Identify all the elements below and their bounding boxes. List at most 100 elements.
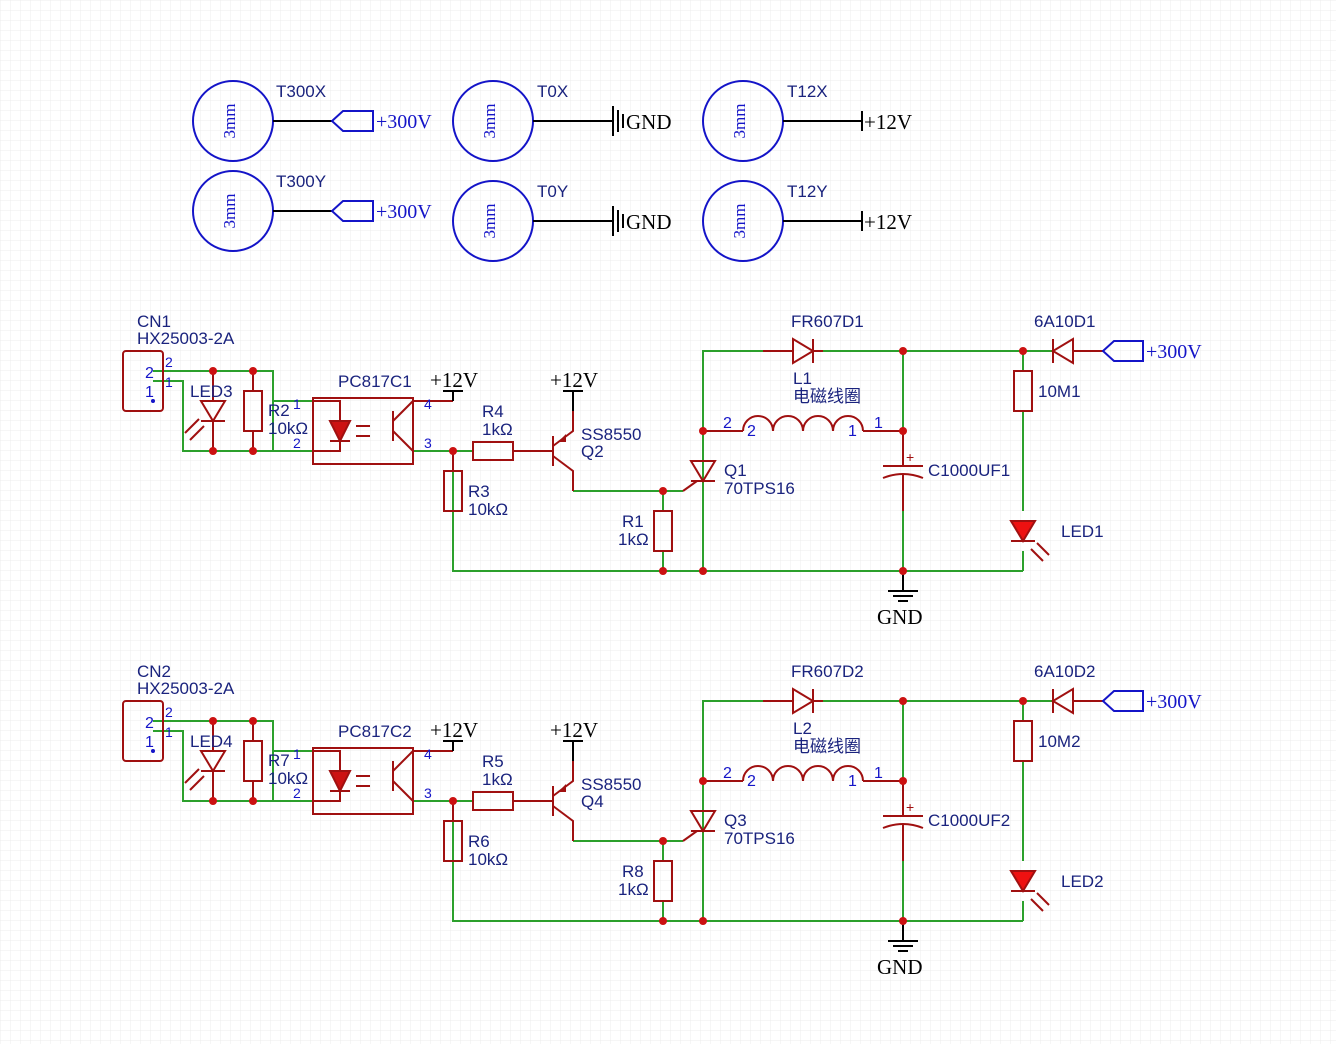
diode-icon <box>199 400 227 423</box>
net-label: +12V <box>430 368 478 392</box>
pin-num: 1 <box>165 374 173 390</box>
hole-ref: T12X <box>787 82 828 101</box>
res-val: 1kΩ <box>618 880 649 899</box>
pin-num: 2 <box>145 715 154 732</box>
ground-symbol-1: GND <box>877 571 923 629</box>
res-val: 1kΩ <box>482 420 513 439</box>
resistor-r3[interactable]: R3 10kΩ <box>443 451 508 519</box>
res-ref: R1 <box>622 512 644 531</box>
pin-num: 2 <box>747 773 756 790</box>
pin-num: 4 <box>424 396 432 412</box>
inductor-l1[interactable]: L1 电磁线圈 2 2 1 1 <box>703 369 903 440</box>
inductor-l2[interactable]: L2 电磁线圈 2 2 1 1 <box>703 719 903 790</box>
resistor-r6[interactable]: R6 10kΩ <box>443 801 508 869</box>
led-led4[interactable]: LED4 <box>184 721 233 801</box>
resistor-r4[interactable]: R4 1kΩ <box>472 402 553 461</box>
pin-num: 4 <box>424 746 432 762</box>
polarity-mark: + <box>906 799 914 815</box>
scr-part: 70TPS16 <box>724 479 795 498</box>
pin-num: 2 <box>747 423 756 440</box>
diode-ref: FR607D1 <box>791 312 864 331</box>
resistor-r8[interactable]: R8 1kΩ <box>618 860 673 902</box>
diode-fr607d1[interactable]: FR607D1 <box>763 312 864 365</box>
resistor-r2[interactable]: R2 10kΩ <box>243 371 308 451</box>
connector-body <box>122 700 164 762</box>
resistor-r7[interactable]: R7 10kΩ <box>243 721 308 801</box>
power-12v-transistor: +12V <box>550 718 598 761</box>
scr-ref: Q1 <box>724 461 747 480</box>
res-ref: R7 <box>268 751 290 770</box>
led-ref: LED1 <box>1061 522 1104 541</box>
scr-part: 70TPS16 <box>724 829 795 848</box>
net-label: +12V <box>430 718 478 742</box>
net-label: +12V <box>864 210 912 234</box>
led-icon <box>1009 520 1037 543</box>
diode-fr607d2[interactable]: FR607D2 <box>763 662 864 715</box>
res-val: 10kΩ <box>468 500 508 519</box>
hole-size: 3mm <box>730 204 749 239</box>
led-icon <box>1009 870 1037 893</box>
res-val: 10kΩ <box>268 769 308 788</box>
transistor-q4[interactable]: SS8550 Q4 <box>552 761 642 841</box>
diode-6a10d2[interactable]: 6A10D2 +300V <box>1034 662 1202 715</box>
led-ref: LED2 <box>1061 872 1104 891</box>
transistor-q2[interactable]: SS8550 Q2 <box>552 411 642 491</box>
pnp-part: SS8550 <box>581 775 642 794</box>
connector-cn2[interactable]: CN2 HX25003-2A 2 1 2 1 <box>122 662 235 762</box>
resistor-body <box>653 510 673 552</box>
hole-t300x[interactable]: 3mm T300X +300V <box>192 80 432 162</box>
resistor-body <box>1013 720 1033 762</box>
net-label: GND <box>877 955 923 979</box>
hole-size: 3mm <box>730 104 749 139</box>
pin-num: 1 <box>874 765 883 782</box>
resistor-r1[interactable]: R1 1kΩ <box>618 510 673 552</box>
junctions <box>209 347 1027 575</box>
pnp-part: SS8550 <box>581 425 642 444</box>
coil-ref: L1 <box>793 369 812 388</box>
optocoupler-pc817c2[interactable]: PC817C2 1 2 4 3 <box>293 722 453 815</box>
cn-ref: CN2 <box>137 662 171 681</box>
pin-num: 1 <box>848 773 857 790</box>
res-ref: R6 <box>468 832 490 851</box>
connector-cn1[interactable]: CN1 HX25003-2A 2 1 2 1 <box>122 312 235 412</box>
res-ref: R2 <box>268 401 290 420</box>
resistor-r5[interactable]: R5 1kΩ <box>472 752 553 811</box>
resistor-body <box>653 860 673 902</box>
res-ref: 10M2 <box>1038 732 1081 751</box>
hole-ref: T0X <box>537 82 568 101</box>
diode-ref: 6A10D2 <box>1034 662 1095 681</box>
hole-size: 3mm <box>220 194 239 229</box>
resistor-10m2[interactable]: 10M2 <box>1013 720 1081 762</box>
capacitor-c1000uf1[interactable]: + C1000UF1 <box>882 431 1010 511</box>
led-led3[interactable]: LED3 <box>184 371 233 451</box>
net-port-icon <box>330 200 374 222</box>
optocoupler-pc817c1[interactable]: PC817C1 1 2 4 3 <box>293 372 453 465</box>
resistor-10m1[interactable]: 10M1 <box>1013 370 1081 412</box>
net-label: +300V <box>376 201 432 223</box>
net-label: +300V <box>1146 691 1202 713</box>
hole-ref: T12Y <box>787 182 828 201</box>
capacitor-c1000uf2[interactable]: + C1000UF2 <box>882 781 1010 861</box>
scr-q3[interactable]: Q3 70TPS16 <box>682 810 795 848</box>
pin-num: 1 <box>165 724 173 740</box>
cap-ref: C1000UF2 <box>928 811 1010 830</box>
led-led1[interactable]: LED1 <box>1009 520 1104 562</box>
diode-6a10d1[interactable]: 6A10D1 +300V <box>1034 312 1202 365</box>
hole-t0x[interactable]: 3mm T0X GND <box>452 80 672 162</box>
hole-t0y[interactable]: 3mm T0Y GND <box>452 180 672 262</box>
cn-part: HX25003-2A <box>137 679 235 698</box>
opto-ref: PC817C1 <box>338 372 412 391</box>
connector-body <box>122 350 164 412</box>
hole-t12y[interactable]: 3mm T12Y +12V <box>702 180 912 262</box>
res-val: 1kΩ <box>482 770 513 789</box>
led-led2[interactable]: LED2 <box>1009 870 1104 912</box>
net-label: GND <box>877 605 923 629</box>
scr-q1[interactable]: Q1 70TPS16 <box>682 460 795 498</box>
hole-t12x[interactable]: 3mm T12X +12V <box>702 80 912 162</box>
pin-num: 1 <box>874 415 883 432</box>
res-ref: R4 <box>482 402 504 421</box>
hole-ref: T300Y <box>276 172 326 191</box>
res-ref: R3 <box>468 482 490 501</box>
hole-t300y[interactable]: 3mm T300Y +300V <box>192 170 432 252</box>
